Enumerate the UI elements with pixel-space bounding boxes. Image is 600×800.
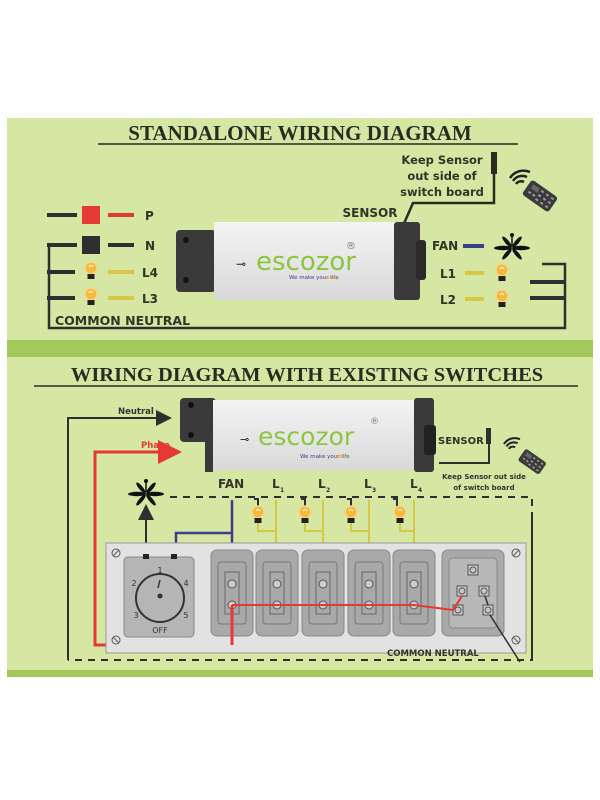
terminal-p: P: [145, 209, 154, 223]
common-neutral-label-2: COMMON NEUTRAL: [387, 649, 479, 659]
fan-regulator: 1 2 3 4 5 OFF: [123, 554, 195, 638]
socket-neutral-wire: [484, 595, 521, 663]
svg-text:Keep Sensor: Keep Sensor: [401, 153, 483, 167]
standalone-title: STANDALONE WIRING DIAGRAM: [128, 121, 472, 145]
phase-bus-wire: [232, 595, 463, 612]
svg-text:®: ®: [370, 417, 379, 427]
switch-board: 1 2 3 4 5 OFF: [105, 542, 527, 654]
sensor-label: SENSOR: [343, 206, 398, 220]
svg-text:3: 3: [372, 487, 376, 494]
svg-text:switch board: switch board: [400, 185, 484, 199]
svg-text:1: 1: [280, 487, 284, 494]
left-terminals: P N L4 L3: [47, 206, 158, 306]
fan-icon: [493, 232, 531, 262]
bottom-band: [7, 670, 593, 677]
svg-text:We make your life: We make your life: [300, 454, 350, 460]
common-neutral-wire: [47, 245, 567, 330]
registered-mark: ®: [346, 241, 356, 252]
sensor-label-2: SENSOR: [438, 436, 484, 447]
brand-name: escozor: [256, 247, 356, 277]
svg-text:escozor: escozor: [258, 422, 355, 451]
terminal-l3: L3: [142, 292, 158, 306]
escozor-device-2: [180, 398, 436, 472]
svg-text:2: 2: [326, 487, 330, 494]
power-socket: [441, 549, 505, 637]
neutral-label: Neutral: [118, 407, 154, 417]
sensor-icon-2: [486, 428, 491, 444]
svg-text:⊸: ⊸: [236, 257, 246, 271]
remote-control-icon-2: [517, 448, 547, 475]
escozor-device: [176, 222, 426, 300]
output-labels: FAN L 1 L 2 L 3 L 4: [218, 477, 422, 494]
bulb-icon: [393, 505, 407, 524]
sensor-icon: [491, 152, 497, 174]
escozor-logo: ⊸ escozor ® We make your life easy: [236, 241, 356, 281]
terminal-fan: FAN: [432, 239, 458, 253]
regulator-pos-2: 2: [131, 579, 136, 588]
output-l2: L: [318, 477, 326, 491]
svg-text:easy: easy: [326, 275, 340, 281]
output-l4: L: [410, 477, 418, 491]
common-neutral-label: COMMON NEUTRAL: [55, 313, 190, 328]
terminal-n: N: [145, 239, 155, 253]
standalone-sensor-note: Keep Sensor out side of switch board: [400, 153, 484, 199]
svg-text:of switch board: of switch board: [453, 484, 514, 492]
wifi-signal-icon-2: [502, 437, 522, 450]
svg-text:4: 4: [418, 487, 422, 494]
terminal-l2: L2: [440, 293, 456, 307]
regulator-off: OFF: [152, 626, 168, 635]
terminal-l4: L4: [142, 266, 158, 280]
svg-text:easy: easy: [336, 454, 350, 460]
svg-text:out side of: out side of: [407, 169, 477, 183]
remote-control-icon: [521, 179, 559, 213]
regulator-pos-1: 1: [157, 566, 162, 575]
switch-l1: [255, 549, 299, 637]
svg-text:⊸: ⊸: [240, 433, 249, 446]
neutral-wire: [67, 410, 172, 660]
regulator-pos-5: 5: [183, 611, 188, 620]
escozor-logo-2: ⊸ escozor ® We make your life easy: [240, 417, 379, 460]
output-l1: L: [272, 477, 280, 491]
bulb-icon: [251, 505, 265, 524]
bulb-icon: [298, 505, 312, 524]
bulb-icon: [84, 261, 98, 280]
section-divider-band: [7, 340, 593, 357]
output-l3: L: [364, 477, 372, 491]
bulb-icon: [495, 263, 509, 282]
switch-l4: [392, 549, 436, 637]
switch-l2: [301, 549, 345, 637]
sensor-wire: [400, 153, 496, 229]
phase-label: Phase: [141, 441, 170, 451]
switch-l3: [347, 549, 391, 637]
bulb-icon: [344, 505, 358, 524]
existing-switches-title: WIRING DIAGRAM WITH EXISTING SWITCHES: [71, 364, 543, 386]
regulator-pos-4: 4: [183, 579, 188, 588]
right-terminals: FAN L1 L2: [432, 232, 531, 308]
regulator-pos-3: 3: [133, 611, 138, 620]
bulb-icon: [495, 289, 509, 308]
brand-tagline: We make your life: [289, 275, 339, 281]
wifi-signal-icon: [508, 169, 532, 186]
terminal-l1: L1: [440, 267, 456, 281]
output-fan: FAN: [218, 477, 244, 491]
ceiling-fan-icon: [127, 478, 165, 508]
sensor-note-2: Keep Sensor out side of switch board: [442, 473, 526, 492]
svg-text:Keep Sensor out side: Keep Sensor out side: [442, 473, 526, 481]
bulb-icon: [84, 287, 98, 306]
